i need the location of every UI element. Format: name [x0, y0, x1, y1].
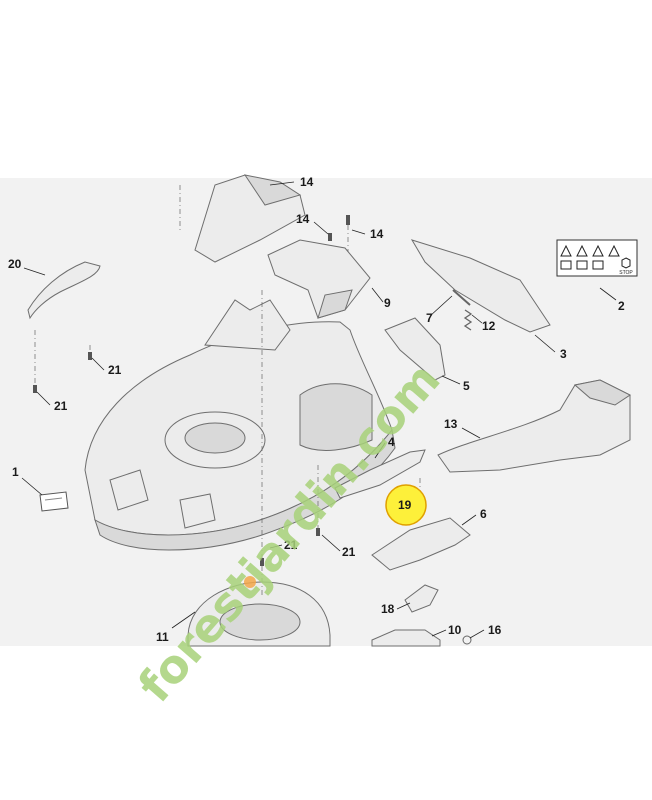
- label-19: 19: [398, 498, 412, 512]
- manual-book-icon: [560, 260, 572, 270]
- label-21-a: 21: [108, 363, 122, 377]
- label-2: 2: [618, 299, 625, 313]
- handle-bracket: [194, 174, 306, 263]
- part-2-warning-decal: STOP: [556, 239, 638, 277]
- part-labels: 14 14 14 20 9 2 7 12 21 21 3 5 13 4 1 19…: [8, 175, 625, 644]
- keep-away-icon: [576, 260, 588, 270]
- label-3: 3: [560, 347, 567, 361]
- part-3-cover: [410, 239, 551, 333]
- label-21-d: 21: [342, 545, 356, 559]
- label-14-c: 14: [370, 227, 384, 241]
- part-19-highlight: [385, 484, 427, 526]
- label-18: 18: [381, 602, 395, 616]
- part-7-rod: [452, 289, 471, 306]
- label-7: 7: [426, 311, 433, 325]
- part-12-spring: [463, 309, 473, 331]
- watermark-dot: [244, 576, 256, 588]
- part-4-strip: [334, 449, 426, 499]
- stop-text: STOP: [619, 270, 633, 276]
- hand-blade-icon: [576, 244, 588, 257]
- label-21-b: 21: [54, 399, 68, 413]
- label-9: 9: [384, 296, 391, 310]
- label-21-c: 21: [284, 538, 298, 552]
- part-1-decal: [39, 491, 69, 512]
- label-14-a: 14: [300, 175, 314, 189]
- label-10: 10: [448, 623, 462, 637]
- part-20-grip: [27, 261, 101, 320]
- screws: [33, 215, 350, 566]
- bystander-icon: [592, 260, 604, 270]
- part-16-ring: [462, 635, 472, 645]
- label-20: 20: [8, 257, 22, 271]
- label-12: 12: [482, 319, 496, 333]
- rear-flap-mount: [267, 239, 371, 319]
- part-11-bowl: [187, 581, 331, 647]
- label-4: 4: [388, 435, 395, 449]
- debris-icon: [592, 244, 604, 257]
- label-16: 16: [488, 623, 502, 637]
- label-1: 1: [12, 465, 19, 479]
- mower-deck: [84, 299, 396, 551]
- part-6-plate: [371, 517, 471, 571]
- part-13-chute: [437, 379, 631, 473]
- leader-lines: [21, 181, 617, 639]
- part-5-cover: [384, 317, 446, 381]
- label-11: 11: [156, 630, 169, 644]
- label-6: 6: [480, 507, 487, 521]
- stop-icon: STOP: [619, 257, 633, 276]
- part-18-bracket: [404, 584, 439, 613]
- ear-protection-icon: [608, 244, 620, 257]
- warning-triangle-icon: [560, 244, 572, 257]
- label-14-b: 14: [296, 212, 310, 226]
- label-5: 5: [463, 379, 470, 393]
- part-10-part: [371, 629, 441, 647]
- label-13: 13: [444, 417, 458, 431]
